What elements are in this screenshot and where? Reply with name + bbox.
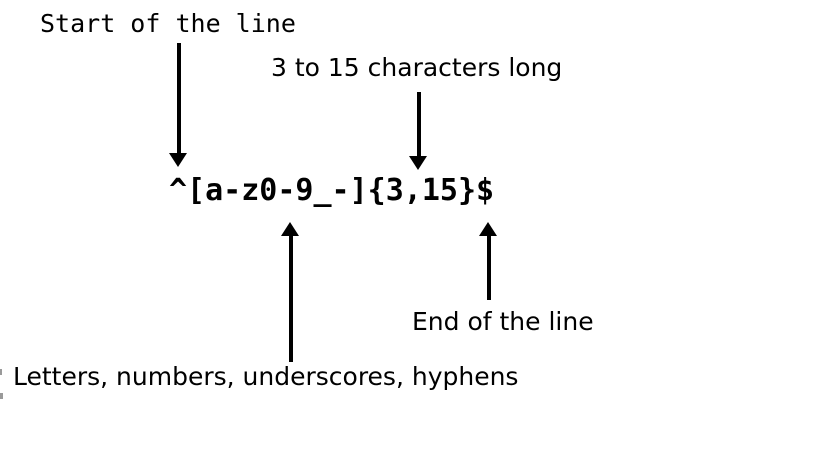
annotation-charset: Letters, numbers, underscores, hyphens xyxy=(13,362,519,391)
regex-pattern: ^[a-z0-9_-]{3,15}$ xyxy=(169,173,495,208)
annotation-length: 3 to 15 characters long xyxy=(271,53,563,82)
left-edge-artifact xyxy=(0,369,2,375)
arrow-end-of-line xyxy=(479,222,498,300)
annotation-end-of-line: End of the line xyxy=(412,307,594,336)
arrow-charset xyxy=(281,222,300,362)
arrow-length xyxy=(409,92,428,170)
arrow-start-of-line xyxy=(169,43,188,167)
left-edge-artifact xyxy=(0,393,3,399)
annotation-start-of-line: Start of the line xyxy=(40,9,296,38)
